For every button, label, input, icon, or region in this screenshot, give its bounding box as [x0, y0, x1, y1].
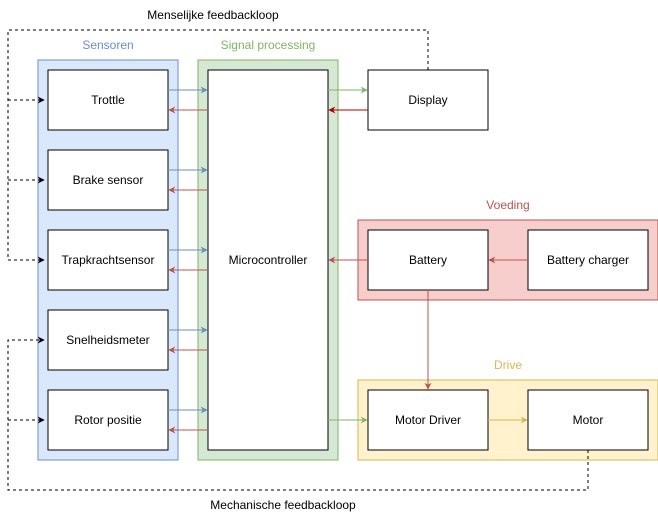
group-title-signal-processing: Signal processing: [221, 38, 316, 52]
mechanical-feedback-loop-line: [7, 336, 589, 491]
block-battery: [367, 229, 489, 291]
block-motor-label: Motor: [573, 413, 604, 427]
group-title-voeding: Voeding: [486, 198, 529, 212]
block-rotor-positie: [47, 389, 169, 451]
block-trapkrachtsensor: [47, 229, 169, 291]
block-display: [367, 69, 489, 131]
block-battery-label: Battery: [409, 253, 447, 267]
block-battery-charger-label: Battery charger: [547, 253, 629, 267]
block-brake-sensor: [47, 149, 169, 211]
human-feedback-loop-line: [7, 29, 429, 264]
block-trottle-label: Trottle: [91, 93, 125, 107]
block-microcontroller: [207, 69, 329, 451]
block-microcontroller-label: Microcontroller: [229, 253, 308, 267]
block-trottle: [47, 69, 169, 131]
block-snelheidsmeter: [47, 309, 169, 371]
block-motor-driver-label: Motor Driver: [395, 413, 461, 427]
block-trapkrachtsensor-label: Trapkrachtsensor: [62, 253, 155, 267]
block-rotor-positie-label: Rotor positie: [74, 413, 142, 427]
mechanical-feedback-loop-label: Mechanische feedbackloop: [210, 498, 356, 512]
block-brake-sensor-label: Brake sensor: [73, 173, 144, 187]
block-snelheidsmeter-label: Snelheidsmeter: [66, 333, 149, 347]
block-battery-charger: [527, 229, 649, 291]
human-feedback-loop-label: Menselijke feedbackloop: [147, 8, 279, 22]
block-motor: [527, 389, 649, 451]
block-display-label: Display: [408, 93, 447, 107]
block-motor-driver: [367, 389, 489, 451]
group-title-drive: Drive: [494, 358, 522, 372]
group-title-sensoren: Sensoren: [82, 38, 133, 52]
